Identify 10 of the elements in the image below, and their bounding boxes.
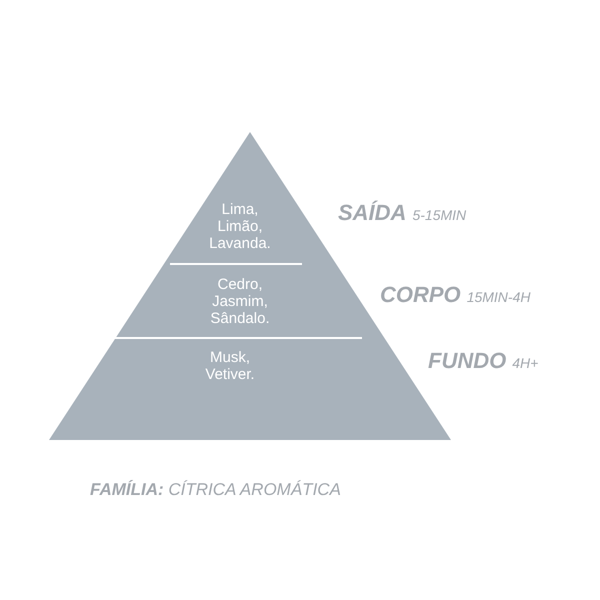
duration-text: 15MIN-4H	[466, 289, 530, 305]
duration-text: 5-15MIN	[412, 207, 466, 223]
family-note: FAMÍLIA: CÍTRICA AROMÁTICA	[90, 480, 341, 500]
tier-name: SAÍDA	[338, 200, 406, 225]
note-list: Musk, Vetiver.	[190, 349, 270, 383]
note-list: Lima, Limão, Lavanda.	[200, 200, 280, 252]
note-list: Cedro, Jasmim, Sândalo.	[200, 276, 280, 327]
duration-text: 4H+	[512, 355, 538, 371]
tier-name: CORPO	[380, 282, 461, 307]
tier-name: FUNDO	[428, 348, 506, 373]
